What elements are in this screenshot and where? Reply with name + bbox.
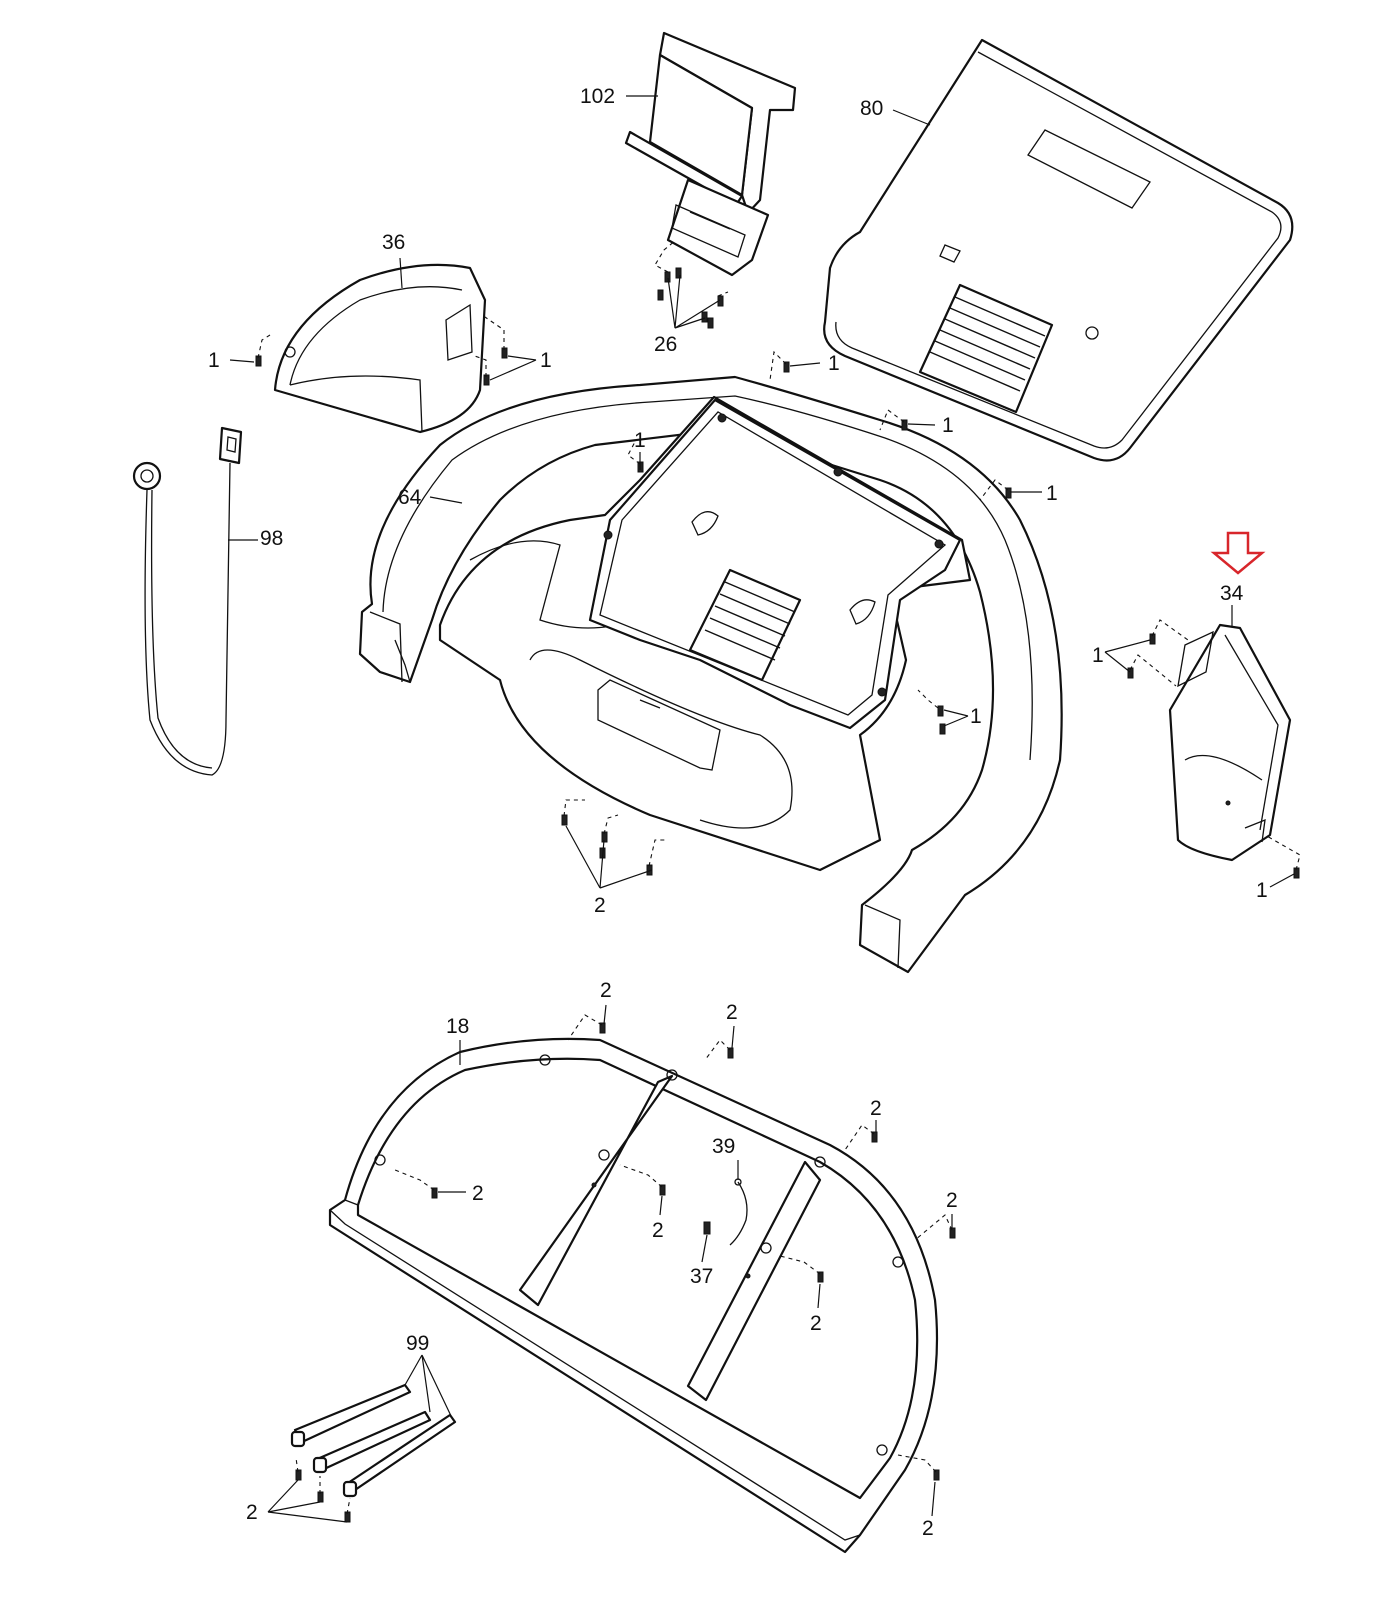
- callout-1-tray36-left: 1: [208, 349, 220, 372]
- highlight-arrow: [1210, 531, 1266, 575]
- part-80-motor-hood: [823, 38, 1294, 462]
- callout-18: 18: [446, 1015, 470, 1038]
- part-34-right-tray: [1168, 623, 1292, 862]
- callout-2-base-top-left: 2: [600, 979, 612, 1002]
- callout-2-base-left: 2: [472, 1182, 484, 1205]
- callout-1-frame-mid: 1: [942, 414, 954, 437]
- callout-2-base-inner-right: 2: [810, 1312, 822, 1335]
- part-98-safety-key: [132, 426, 243, 776]
- callout-36: 36: [382, 231, 406, 254]
- callout-80: 80: [860, 97, 884, 120]
- part-99-straps: [290, 1383, 457, 1498]
- callout-2-base-center: 2: [652, 1219, 664, 1242]
- part-64-handrail-frame: [358, 375, 1063, 974]
- callout-26: 26: [654, 333, 678, 356]
- callout-1-frame-right: 1: [1046, 482, 1058, 505]
- part-18-base-frame: [328, 1037, 939, 1554]
- callout-2-base-top-mid: 2: [726, 1001, 738, 1024]
- callout-1-frame-inner: 1: [634, 429, 646, 452]
- callout-2-straps: 2: [246, 1501, 258, 1524]
- screws: [255, 267, 1300, 1523]
- leader-lines: [228, 95, 1295, 1523]
- part-36-left-tray: [273, 263, 487, 434]
- callout-2-frame64-bottom: 2: [594, 894, 606, 917]
- callout-37: 37: [690, 1265, 714, 1288]
- alignment-lines: [257, 239, 1301, 1515]
- callout-39: 39: [712, 1135, 736, 1158]
- callout-1-frame-lower: 1: [970, 705, 982, 728]
- part-102-console-bracket: [624, 31, 797, 277]
- callout-2-base-right: 2: [946, 1189, 958, 1212]
- callout-98: 98: [260, 527, 284, 550]
- callout-102: 102: [580, 85, 616, 108]
- callout-2-base-top-right: 2: [870, 1097, 882, 1120]
- callout-1-frame-top: 1: [828, 352, 840, 375]
- callout-1-tray36-right: 1: [540, 349, 552, 372]
- callout-1-tray34-left: 1: [1092, 644, 1104, 667]
- callout-99: 99: [406, 1332, 430, 1355]
- callout-64: 64: [398, 486, 422, 509]
- callout-1-tray34-bottom: 1: [1256, 879, 1268, 902]
- callout-34: 34: [1220, 582, 1244, 605]
- callout-2-base-bottom-corner: 2: [922, 1517, 934, 1540]
